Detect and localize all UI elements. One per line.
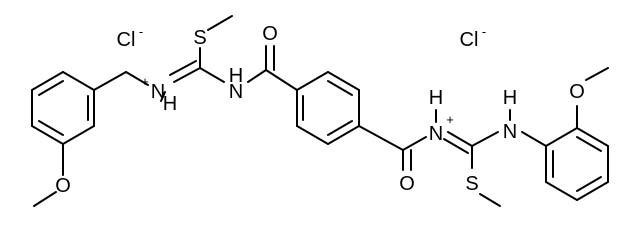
chloride-ion-left: Cl <box>117 29 136 51</box>
atom-o-methoxy-left: O <box>55 175 71 197</box>
atom-h-right-cation: H <box>429 87 443 109</box>
atom-s-bottom: S <box>465 173 478 195</box>
atom-o-methoxy-right: O <box>569 81 585 103</box>
bond-lines <box>31 15 609 207</box>
chloride-ion-right-charge: - <box>482 24 486 39</box>
atom-n-anilide: N <box>503 121 517 143</box>
atom-o-amide-right: O <box>399 173 415 195</box>
atom-n-amide-left: N <box>229 81 243 103</box>
structure-canvas: Cl - Cl - S N + H N H O O O N + H N H S … <box>31 15 609 207</box>
atom-h-left-cation: H <box>163 93 177 115</box>
charge-plus-left: + <box>141 74 149 89</box>
atom-n-right-cation: N <box>429 123 443 145</box>
n-h-bonds <box>160 91 511 123</box>
chloride-ion-left-charge: - <box>139 24 143 39</box>
chemical-structure-diagram: Cl - Cl - S N + H N H O O O N + H N H S … <box>31 15 609 207</box>
atom-o-amide-left: O <box>262 23 278 45</box>
atom-h-amide-left: H <box>229 65 243 87</box>
chloride-ion-right: Cl <box>460 29 479 51</box>
atom-h-anilide: H <box>503 87 517 109</box>
atom-s-top: S <box>193 27 206 49</box>
atom-labels: Cl - Cl - S N + H N H O O O N + H N H S … <box>55 23 585 197</box>
charge-plus-right: + <box>446 112 454 127</box>
